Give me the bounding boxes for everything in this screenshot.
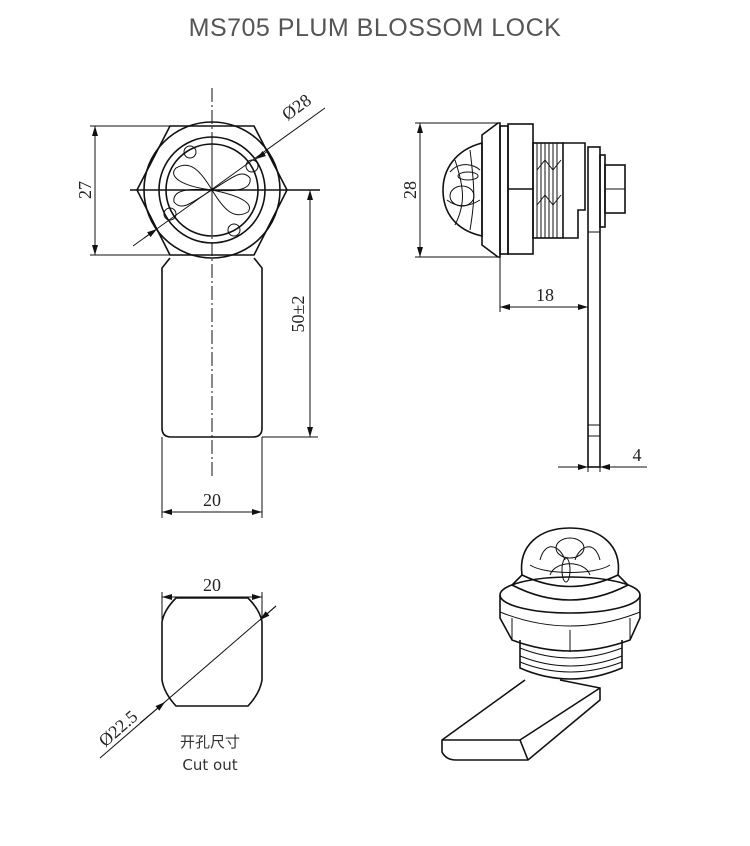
cam-3d bbox=[441, 679, 601, 761]
height-27-label: 27 bbox=[75, 181, 95, 199]
drawing-title: MS705 PLUM BLOSSOM LOCK bbox=[188, 14, 562, 42]
cutout-caption-cn: 开孔尺寸 bbox=[180, 733, 240, 751]
isometric-lock-view bbox=[441, 527, 641, 761]
cutout-view: 20 Ø22.5 开孔尺寸 Cut out bbox=[95, 575, 277, 774]
thickness-4-label: 4 bbox=[633, 445, 642, 465]
cam-plate bbox=[587, 146, 601, 468]
flange bbox=[481, 122, 501, 258]
cutout-shape bbox=[161, 597, 263, 707]
dome-3d bbox=[520, 527, 620, 576]
height-28-label: 28 bbox=[400, 181, 420, 199]
depth-18-label: 18 bbox=[536, 285, 554, 305]
cutout-caption-en: Cut out bbox=[182, 756, 237, 774]
dome-head bbox=[442, 141, 483, 237]
length-50-label: 50±2 bbox=[288, 296, 308, 333]
side-view: 28 18 4 bbox=[400, 122, 647, 472]
cutout-width-20-label: 20 bbox=[203, 575, 221, 595]
thread bbox=[532, 142, 564, 239]
thread-3d bbox=[519, 640, 623, 680]
front-view: 27 Ø28 50±2 20 bbox=[75, 88, 326, 518]
width-20-label: 20 bbox=[203, 490, 221, 510]
